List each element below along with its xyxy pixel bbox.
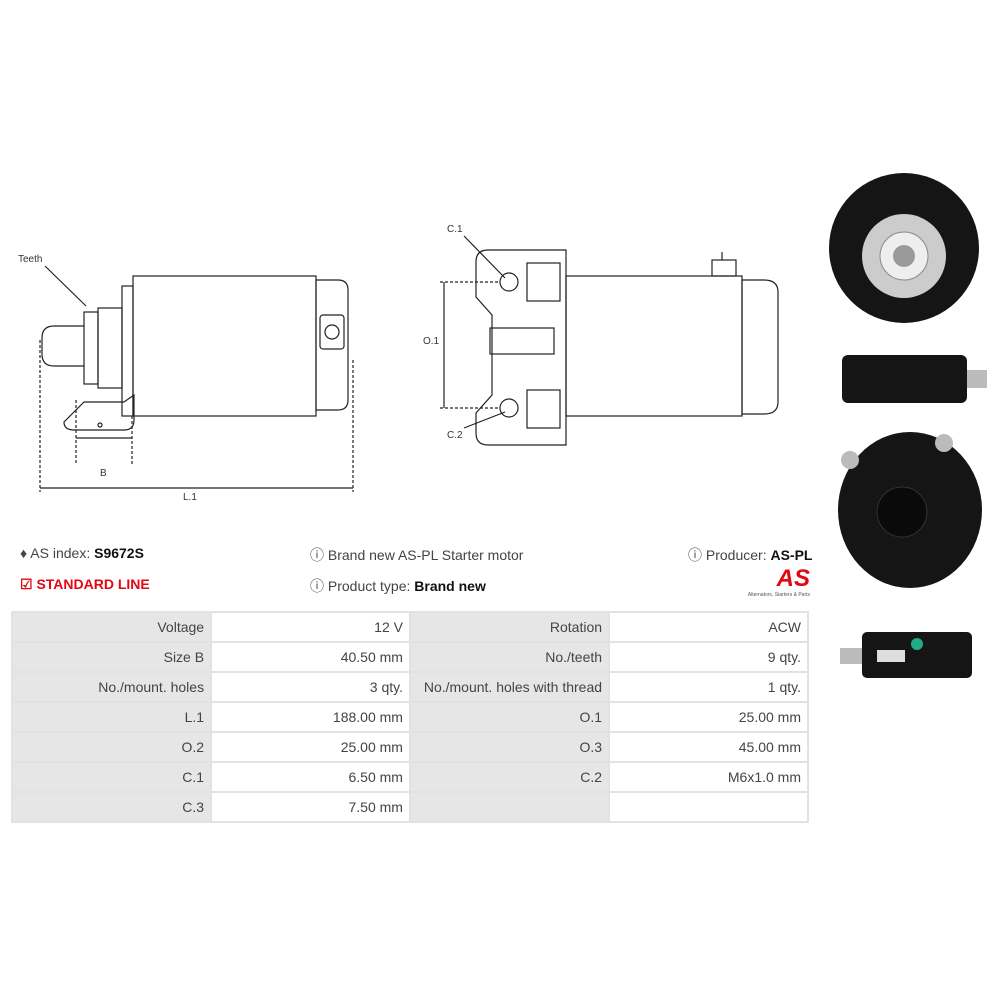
spec-value: 40.50 mm xyxy=(210,641,411,673)
spec-value: 45.00 mm xyxy=(608,731,809,763)
spec-label: C.1 xyxy=(10,761,213,793)
as-index-value: S9672S xyxy=(94,545,144,561)
c2-label: C.2 xyxy=(447,430,463,441)
spec-label: Voltage xyxy=(10,611,213,643)
front-view-drawing xyxy=(440,235,779,446)
spec-label: No./mount. holes xyxy=(10,671,213,703)
product-type-value: Brand new xyxy=(414,578,486,594)
photo-side-view xyxy=(842,355,987,403)
checkbox-icon: ☑ xyxy=(20,576,33,592)
photo-front-view xyxy=(829,173,979,323)
spec-value: 9 qty. xyxy=(608,641,809,673)
c1-label: C.1 xyxy=(447,224,463,235)
producer: ⓘ Producer: AS-PL xyxy=(688,547,813,563)
spec-value: M6x1.0 mm xyxy=(608,761,809,793)
photo-top-view xyxy=(840,632,972,678)
spec-label: O.2 xyxy=(10,731,213,763)
spec-value: 3 qty. xyxy=(210,671,411,703)
spec-label: C.2 xyxy=(408,761,611,793)
as-index: ♦ AS index: S9672S xyxy=(20,545,144,561)
standard-line: ☑ STANDARD LINE xyxy=(20,576,150,592)
spec-label xyxy=(408,791,611,823)
spec-value: 6.50 mm xyxy=(210,761,411,793)
spec-label: O.1 xyxy=(408,701,611,733)
spec-value xyxy=(608,791,809,823)
photo-rear-view xyxy=(838,432,982,588)
info-icon: ⓘ xyxy=(310,578,324,594)
spec-value: 12 V xyxy=(210,611,411,643)
technical-drawings: Teeth B L.1 C.1 O.1 C.2 xyxy=(18,224,779,503)
info-icon: ⓘ xyxy=(688,547,702,563)
as-logo: AS Alternators, Starters & Parts xyxy=(747,565,810,599)
spec-value: 7.50 mm xyxy=(210,791,411,823)
spec-label: C.3 xyxy=(10,791,213,823)
spec-label: O.3 xyxy=(408,731,611,763)
l1-label: L.1 xyxy=(183,492,197,503)
spec-label: Size B xyxy=(10,641,213,673)
b-label: B xyxy=(100,468,107,479)
info-icon: ⓘ xyxy=(310,547,324,563)
spec-value: 25.00 mm xyxy=(210,731,411,763)
description: ⓘ Brand new AS-PL Starter motor xyxy=(310,547,524,563)
spec-value: 1 qty. xyxy=(608,671,809,703)
spec-value: 188.00 mm xyxy=(210,701,411,733)
spec-value: ACW xyxy=(608,611,809,643)
teeth-label: Teeth xyxy=(18,254,42,265)
product-photos xyxy=(829,173,987,678)
tags-icon: ♦ xyxy=(20,545,28,561)
producer-value: AS-PL xyxy=(770,547,813,563)
o1-label: O.1 xyxy=(423,336,440,347)
side-view-drawing xyxy=(39,265,354,492)
spec-label: L.1 xyxy=(10,701,213,733)
product-type: ⓘ Product type: Brand new xyxy=(310,578,486,594)
spec-label: No./mount. holes with thread xyxy=(408,671,611,703)
spec-value: 25.00 mm xyxy=(608,701,809,733)
spec-label: Rotation xyxy=(408,611,611,643)
spec-label: No./teeth xyxy=(408,641,611,673)
